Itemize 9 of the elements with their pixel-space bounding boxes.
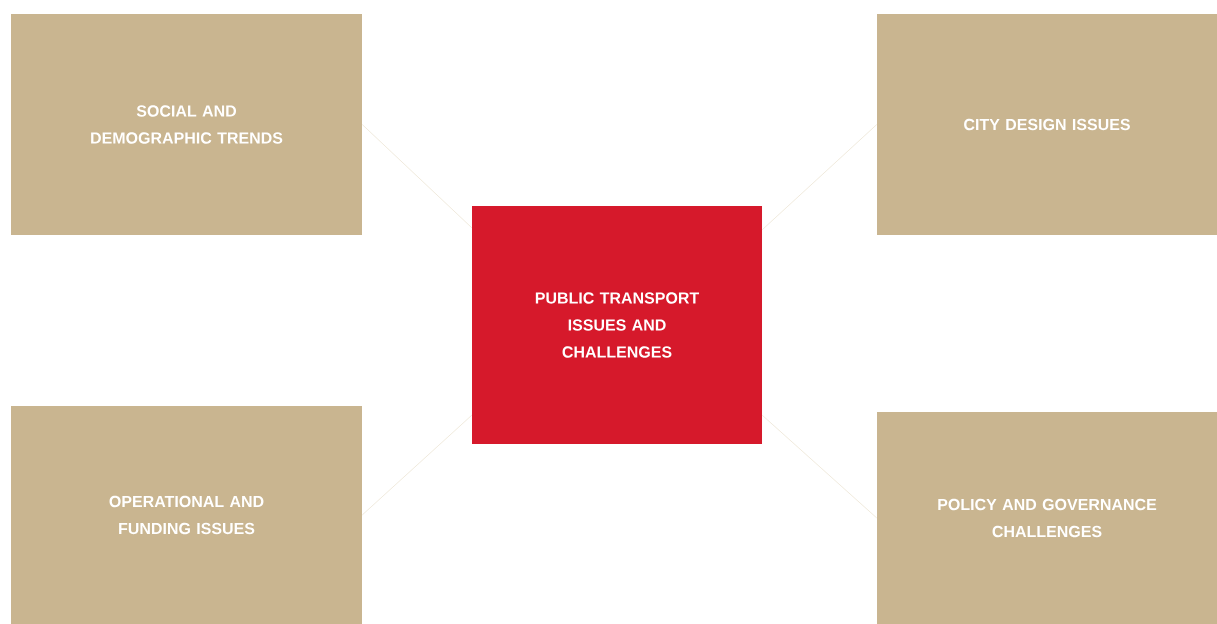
connector-line [762, 415, 877, 519]
topic-box: POLICY AND GOVERNANCE CHALLENGES [877, 412, 1217, 624]
central-box: PUBLIC TRANSPORT ISSUES AND CHALLENGES [472, 206, 762, 444]
topic-box: CITY DESIGN ISSUES [877, 14, 1217, 235]
topic-box: OPERATIONAL AND FUNDING ISSUES [11, 406, 362, 624]
connector-line [362, 124, 472, 228]
connector-line [762, 124, 877, 230]
topic-box: SOCIAL AND DEMOGRAPHIC TRENDS [11, 14, 362, 235]
connector-line [362, 415, 472, 516]
